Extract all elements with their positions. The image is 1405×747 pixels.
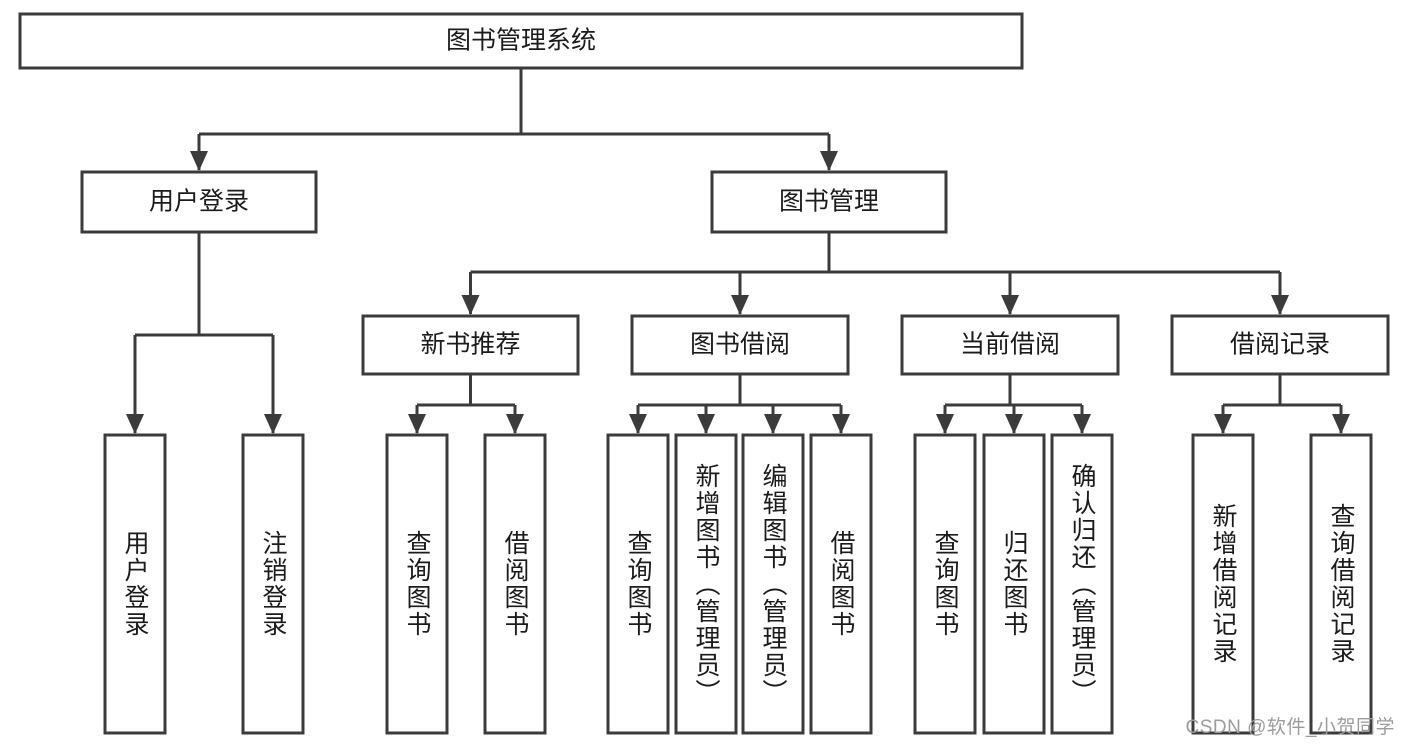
arrow-to-leaf-confirm-return: [1073, 414, 1091, 434]
leaf-query-book-cur-box: [913, 433, 977, 735]
arrow-to-leaf-edit-book: [764, 414, 782, 434]
current-borrow-label: 当前借阅: [960, 331, 1060, 359]
arrow-to-leaf-return-book: [1005, 414, 1023, 434]
arrow-to-new-book-rec: [461, 295, 480, 315]
connectors-layer: [126, 68, 1350, 434]
user-login-box: [80, 170, 318, 234]
arrow-to-leaf-user-login: [126, 414, 144, 434]
arrow-to-user-login: [190, 151, 208, 171]
book-manage-label: 图书管理: [779, 188, 879, 216]
arrow-to-borrow-record: [1271, 295, 1289, 315]
current-borrow-box: [900, 314, 1120, 376]
arrow-to-current-borrow: [1001, 295, 1019, 315]
arrow-to-book-manage: [820, 151, 838, 171]
book-manage-box: [710, 170, 948, 234]
leaf-return-book-box: [982, 433, 1046, 735]
leaf-edit-book-box: [741, 433, 805, 735]
arrow-to-leaf-borrow-book-rec: [506, 414, 524, 434]
arrow-to-leaf-query-record: [1332, 414, 1350, 434]
arrow-to-leaf-query-book-borrow: [629, 414, 647, 434]
arrow-to-leaf-add-book: [697, 414, 715, 434]
leaf-logout-box: [241, 433, 305, 735]
arrow-to-leaf-borrow-book: [832, 414, 850, 434]
leaf-add-record-box: [1191, 433, 1255, 735]
leaf-query-record-box: [1309, 433, 1373, 735]
leaf-query-book-rec-box: [385, 433, 449, 735]
book-borrow-label: 图书借阅: [690, 331, 790, 359]
new-book-rec-box: [361, 314, 580, 376]
arrow-to-leaf-logout: [264, 414, 282, 434]
watermark-text: CSDN @软件_小贺同学: [1185, 717, 1395, 738]
arrow-to-book-borrow: [731, 295, 749, 315]
arrow-to-leaf-add-record: [1214, 414, 1232, 434]
borrow-record-box: [1170, 314, 1390, 376]
leaf-query-book-borrow-box: [606, 433, 670, 735]
borrow-record-label: 借阅记录: [1230, 331, 1330, 359]
boxes-layer: [18, 12, 1390, 735]
book-borrow-box: [630, 314, 850, 376]
root-node-box: [18, 12, 1024, 70]
leaf-borrow-book-rec-box: [483, 433, 547, 735]
leaf-confirm-return-box: [1050, 433, 1114, 735]
leaf-add-book-box: [674, 433, 738, 735]
arrow-to-leaf-query-book-cur: [936, 414, 954, 434]
arrow-to-leaf-query-book-rec: [408, 414, 426, 434]
leaf-user-login-box: [103, 433, 167, 735]
root-node-label: 图书管理系统: [446, 27, 596, 55]
user-login-label: 用户登录: [149, 188, 249, 216]
leaf-borrow-book-box: [809, 433, 873, 735]
new-book-rec-label: 新书推荐: [420, 331, 520, 359]
